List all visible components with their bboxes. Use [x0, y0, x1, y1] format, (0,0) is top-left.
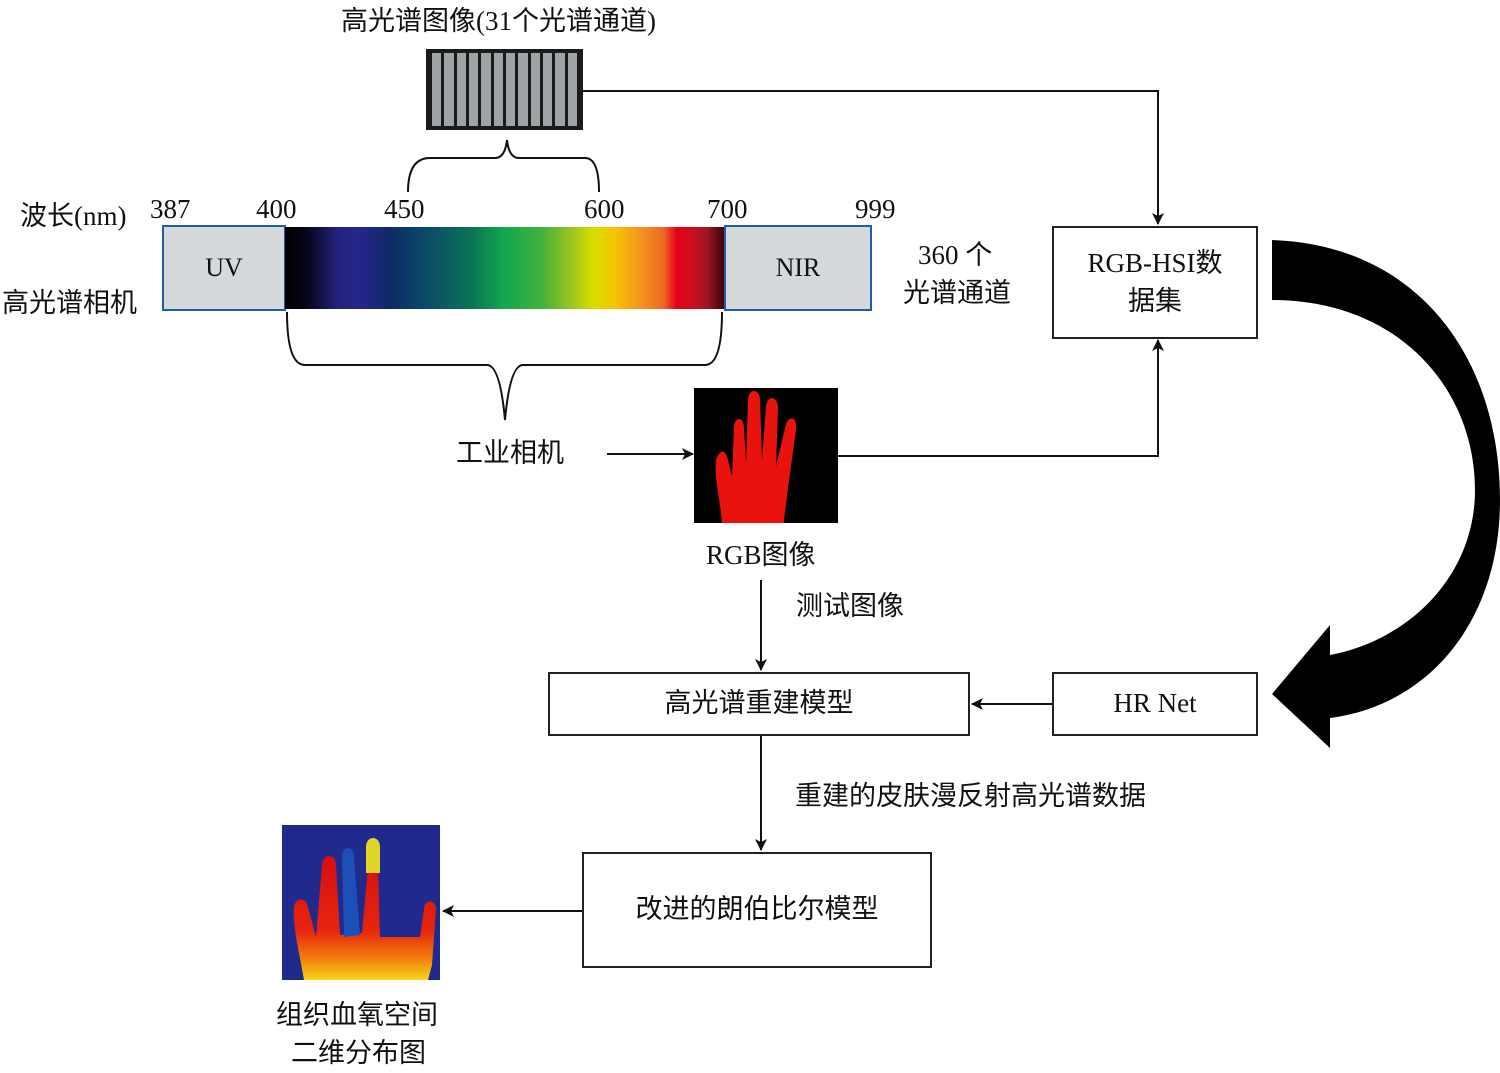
arrow-hsi-to-dataset: [583, 90, 1164, 225]
oxygen-map-label-line2: 二维分布图: [291, 1038, 426, 1068]
nir-label: NIR: [775, 253, 821, 282]
visible-spectrum-gradient: [285, 227, 725, 309]
oxygen-map-label-line1: 组织血氧空间: [276, 1000, 438, 1030]
tick-999: 999: [855, 194, 896, 224]
reconstruction-label: 高光谱重建模型: [664, 688, 854, 719]
rgb-image-label: RGB图像: [706, 540, 816, 570]
rgb-hsi-dataset-box: RGB-HSI数 据集: [1052, 226, 1258, 339]
tick-450: 450: [384, 194, 425, 224]
reconstructed-data-label: 重建的皮肤漫反射高光谱数据: [795, 781, 1146, 811]
tick-400: 400: [256, 194, 297, 224]
lambert-label: 改进的朗伯比尔模型: [635, 894, 879, 925]
tick-387: 387: [150, 194, 191, 224]
nir-block: NIR: [724, 225, 872, 311]
arrow-rgb-to-dataset: [838, 339, 1164, 457]
hyperspectral-camera-label: 高光谱相机: [2, 288, 137, 318]
tissue-oxygen-map-image: [282, 825, 440, 980]
uv-label: UV: [205, 253, 243, 282]
test-image-label: 测试图像: [796, 591, 904, 621]
uv-block: UV: [162, 225, 286, 311]
wavelength-label: 波长(nm): [20, 201, 127, 231]
hyperspectral-reconstruction-model-box: 高光谱重建模型: [548, 672, 970, 736]
hrnet-box: HR Net: [1052, 672, 1258, 736]
improved-lambert-beer-model-box: 改进的朗伯比尔模型: [582, 852, 932, 968]
tick-700: 700: [707, 194, 748, 224]
brace-450-600: [407, 139, 600, 193]
hrnet-label: HR Net: [1113, 688, 1197, 719]
dataset-line1: RGB-HSI数: [1087, 247, 1223, 278]
curved-arrow-icon: [1272, 240, 1500, 748]
hsi-title: 高光谱图像(31个光谱通道): [341, 6, 656, 36]
channels-count: 360 个: [918, 240, 993, 270]
tick-600: 600: [584, 194, 625, 224]
dataset-line2: 据集: [1127, 285, 1182, 316]
brace-400-700: [286, 311, 723, 421]
channels-label: 光谱通道: [903, 278, 1011, 308]
hsi-image-stack-icon: [426, 49, 583, 130]
industrial-camera-label: 工业相机: [456, 438, 564, 468]
rgb-hand-image: [694, 388, 838, 523]
